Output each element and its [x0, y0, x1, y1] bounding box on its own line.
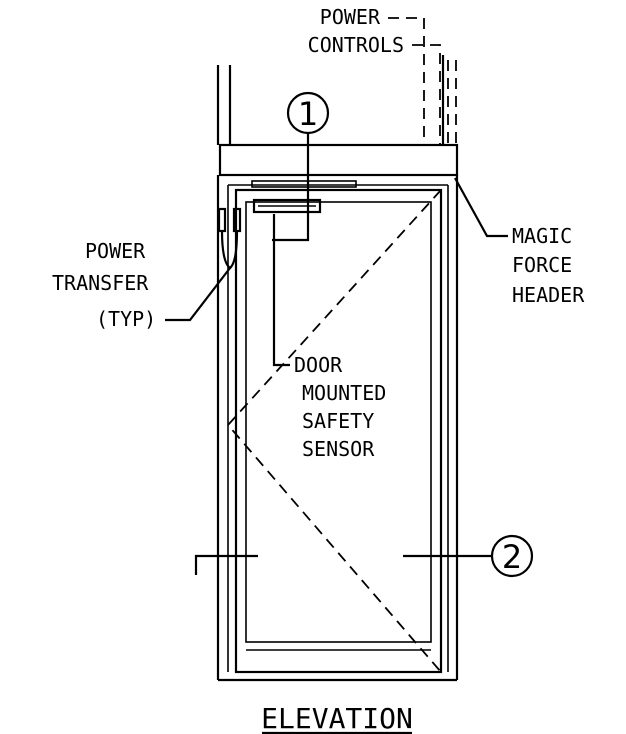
power-controls-line2: CONTROLS	[308, 33, 404, 57]
section-cut-mark	[194, 554, 258, 575]
magic-force-header-line3: HEADER	[512, 283, 585, 307]
drawing-title: ELEVATION	[261, 702, 413, 734]
door-frame	[216, 175, 459, 682]
drawing-title-text: ELEVATION	[261, 702, 413, 734]
power-transfer-label: POWER TRANSFER (TYP)	[52, 239, 156, 331]
safety-sensor	[252, 198, 322, 214]
callout-2: 2	[403, 534, 534, 578]
power-transfer-line1: POWER	[85, 239, 146, 263]
power-transfer-line2: TRANSFER	[52, 271, 149, 295]
magic-force-header-line1: MAGIC	[512, 224, 572, 248]
power-transfer-line3: (TYP)	[96, 307, 156, 331]
power-controls-label: POWER CONTROLS	[308, 5, 404, 57]
safety-sensor-label: DOOR MOUNTED SAFETY SENSOR	[294, 353, 386, 461]
magic-force-header-label: MAGIC FORCE HEADER	[512, 224, 585, 307]
magic-force-header-line2: FORCE	[512, 253, 572, 277]
magic-force-header	[218, 143, 459, 177]
callout-1-number: 1	[298, 95, 318, 133]
power-transfer-leader	[165, 267, 231, 322]
callout-1: 1	[272, 91, 330, 242]
safety-sensor-line1: DOOR	[294, 353, 343, 377]
power-controls-conduit	[388, 17, 457, 145]
safety-sensor-line3: SAFETY	[302, 409, 374, 433]
wall-lines	[216, 55, 445, 145]
safety-sensor-line2: MOUNTED	[302, 381, 386, 405]
callout-2-number: 2	[502, 538, 522, 576]
safety-sensor-leader	[272, 214, 290, 367]
safety-sensor-line4: SENSOR	[302, 437, 375, 461]
magic-force-header-leader	[454, 177, 508, 238]
operator-arm	[251, 180, 357, 191]
power-controls-line1: POWER	[320, 5, 381, 29]
